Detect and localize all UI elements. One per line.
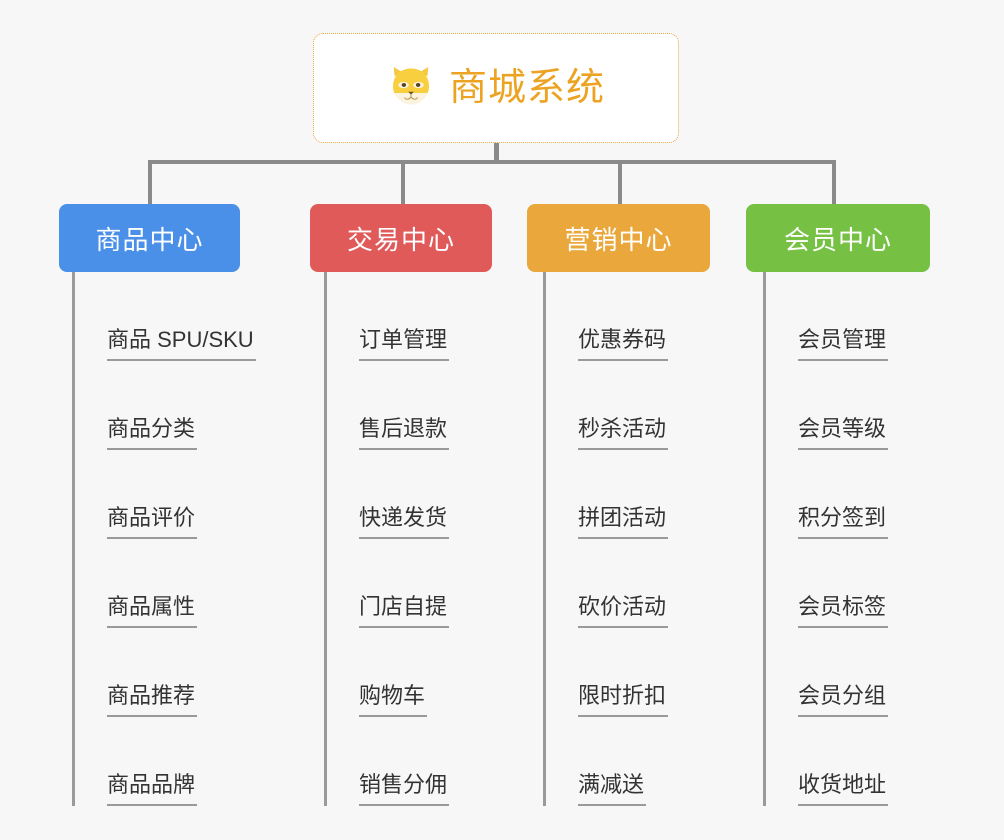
- connector-drop-3: [618, 160, 622, 206]
- connector-root-stem: [494, 143, 499, 164]
- connector-horizontal-bus: [148, 160, 836, 164]
- leaf-item[interactable]: 售后退款: [327, 361, 450, 450]
- leaf-item[interactable]: 销售分佣: [327, 717, 450, 806]
- leaf-item[interactable]: 购物车: [327, 628, 428, 717]
- leaf-item-label: 收货地址: [798, 772, 889, 806]
- leaf-spine: [324, 272, 327, 806]
- leaf-item-label: 优惠券码: [578, 327, 669, 361]
- leaf-item-label: 门店自提: [359, 594, 450, 628]
- leaf-item[interactable]: 商品属性: [75, 539, 198, 628]
- leaf-item[interactable]: 会员等级: [766, 361, 889, 450]
- leaf-item-label: 会员管理: [798, 327, 889, 361]
- leaf-item-label: 会员标签: [798, 594, 889, 628]
- leaf-item-label: 拼团活动: [578, 505, 669, 539]
- category-label: 会员中心: [783, 224, 892, 255]
- category-box-1[interactable]: 交易中心: [310, 204, 492, 272]
- connector-drop-2: [401, 160, 405, 206]
- leaf-item-label: 商品推荐: [107, 683, 198, 717]
- leaf-item[interactable]: 满减送: [546, 717, 647, 806]
- shiba-dog-icon: [392, 67, 429, 105]
- leaf-item-label: 商品评价: [107, 505, 198, 539]
- leaf-item[interactable]: 商品品牌: [75, 717, 198, 806]
- category-box-0[interactable]: 商品中心: [59, 204, 240, 272]
- connector-drop-4: [832, 160, 836, 206]
- leaf-spine: [72, 272, 75, 806]
- category-box-3[interactable]: 会员中心: [746, 204, 930, 272]
- connector-drop-1: [148, 160, 152, 206]
- leaf-item[interactable]: 快递发货: [327, 450, 450, 539]
- leaf-item[interactable]: 会员分组: [766, 628, 889, 717]
- leaf-item[interactable]: 砍价活动: [546, 539, 669, 628]
- leaf-item-label: 商品属性: [107, 594, 198, 628]
- leaf-item-label: 订单管理: [359, 327, 450, 361]
- leaf-item-label: 商品分类: [107, 416, 198, 450]
- leaf-item[interactable]: 收货地址: [766, 717, 889, 806]
- leaf-item-label: 商品品牌: [107, 772, 198, 806]
- leaf-item[interactable]: 会员标签: [766, 539, 889, 628]
- leaf-item-label: 售后退款: [359, 416, 450, 450]
- leaf-item-label: 会员分组: [798, 683, 889, 717]
- leaf-item-label: 商品 SPU/SKU: [107, 327, 256, 361]
- root-node[interactable]: 商城系统: [313, 33, 679, 143]
- leaf-item[interactable]: 门店自提: [327, 539, 450, 628]
- leaf-item-label: 积分签到: [798, 505, 889, 539]
- leaf-item-label: 砍价活动: [578, 594, 669, 628]
- leaf-item[interactable]: 订单管理: [327, 272, 450, 361]
- leaf-item[interactable]: 积分签到: [766, 450, 889, 539]
- leaf-item[interactable]: 限时折扣: [546, 628, 669, 717]
- leaf-item[interactable]: 秒杀活动: [546, 361, 669, 450]
- category-label: 交易中心: [346, 224, 455, 255]
- leaf-item-label: 限时折扣: [578, 683, 669, 717]
- leaf-item-label: 购物车: [359, 683, 428, 717]
- leaf-item-label: 会员等级: [798, 416, 889, 450]
- leaf-item[interactable]: 商品分类: [75, 361, 198, 450]
- leaf-item-label: 快递发货: [359, 505, 450, 539]
- leaf-item[interactable]: 商品 SPU/SKU: [75, 272, 256, 361]
- category-label: 营销中心: [564, 224, 673, 255]
- leaf-item-label: 销售分佣: [359, 772, 450, 806]
- leaf-item[interactable]: 商品推荐: [75, 628, 198, 717]
- leaf-item[interactable]: 会员管理: [766, 272, 889, 361]
- leaf-spine: [543, 272, 546, 806]
- leaf-item-label: 秒杀活动: [578, 416, 669, 450]
- leaf-item[interactable]: 优惠券码: [546, 272, 669, 361]
- leaf-item-label: 满减送: [578, 772, 647, 806]
- leaf-item[interactable]: 拼团活动: [546, 450, 669, 539]
- root-title: 商城系统: [448, 67, 605, 109]
- category-label: 商品中心: [95, 224, 204, 255]
- category-box-2[interactable]: 营销中心: [527, 204, 710, 272]
- leaf-item[interactable]: 商品评价: [75, 450, 198, 539]
- leaf-spine: [763, 272, 766, 806]
